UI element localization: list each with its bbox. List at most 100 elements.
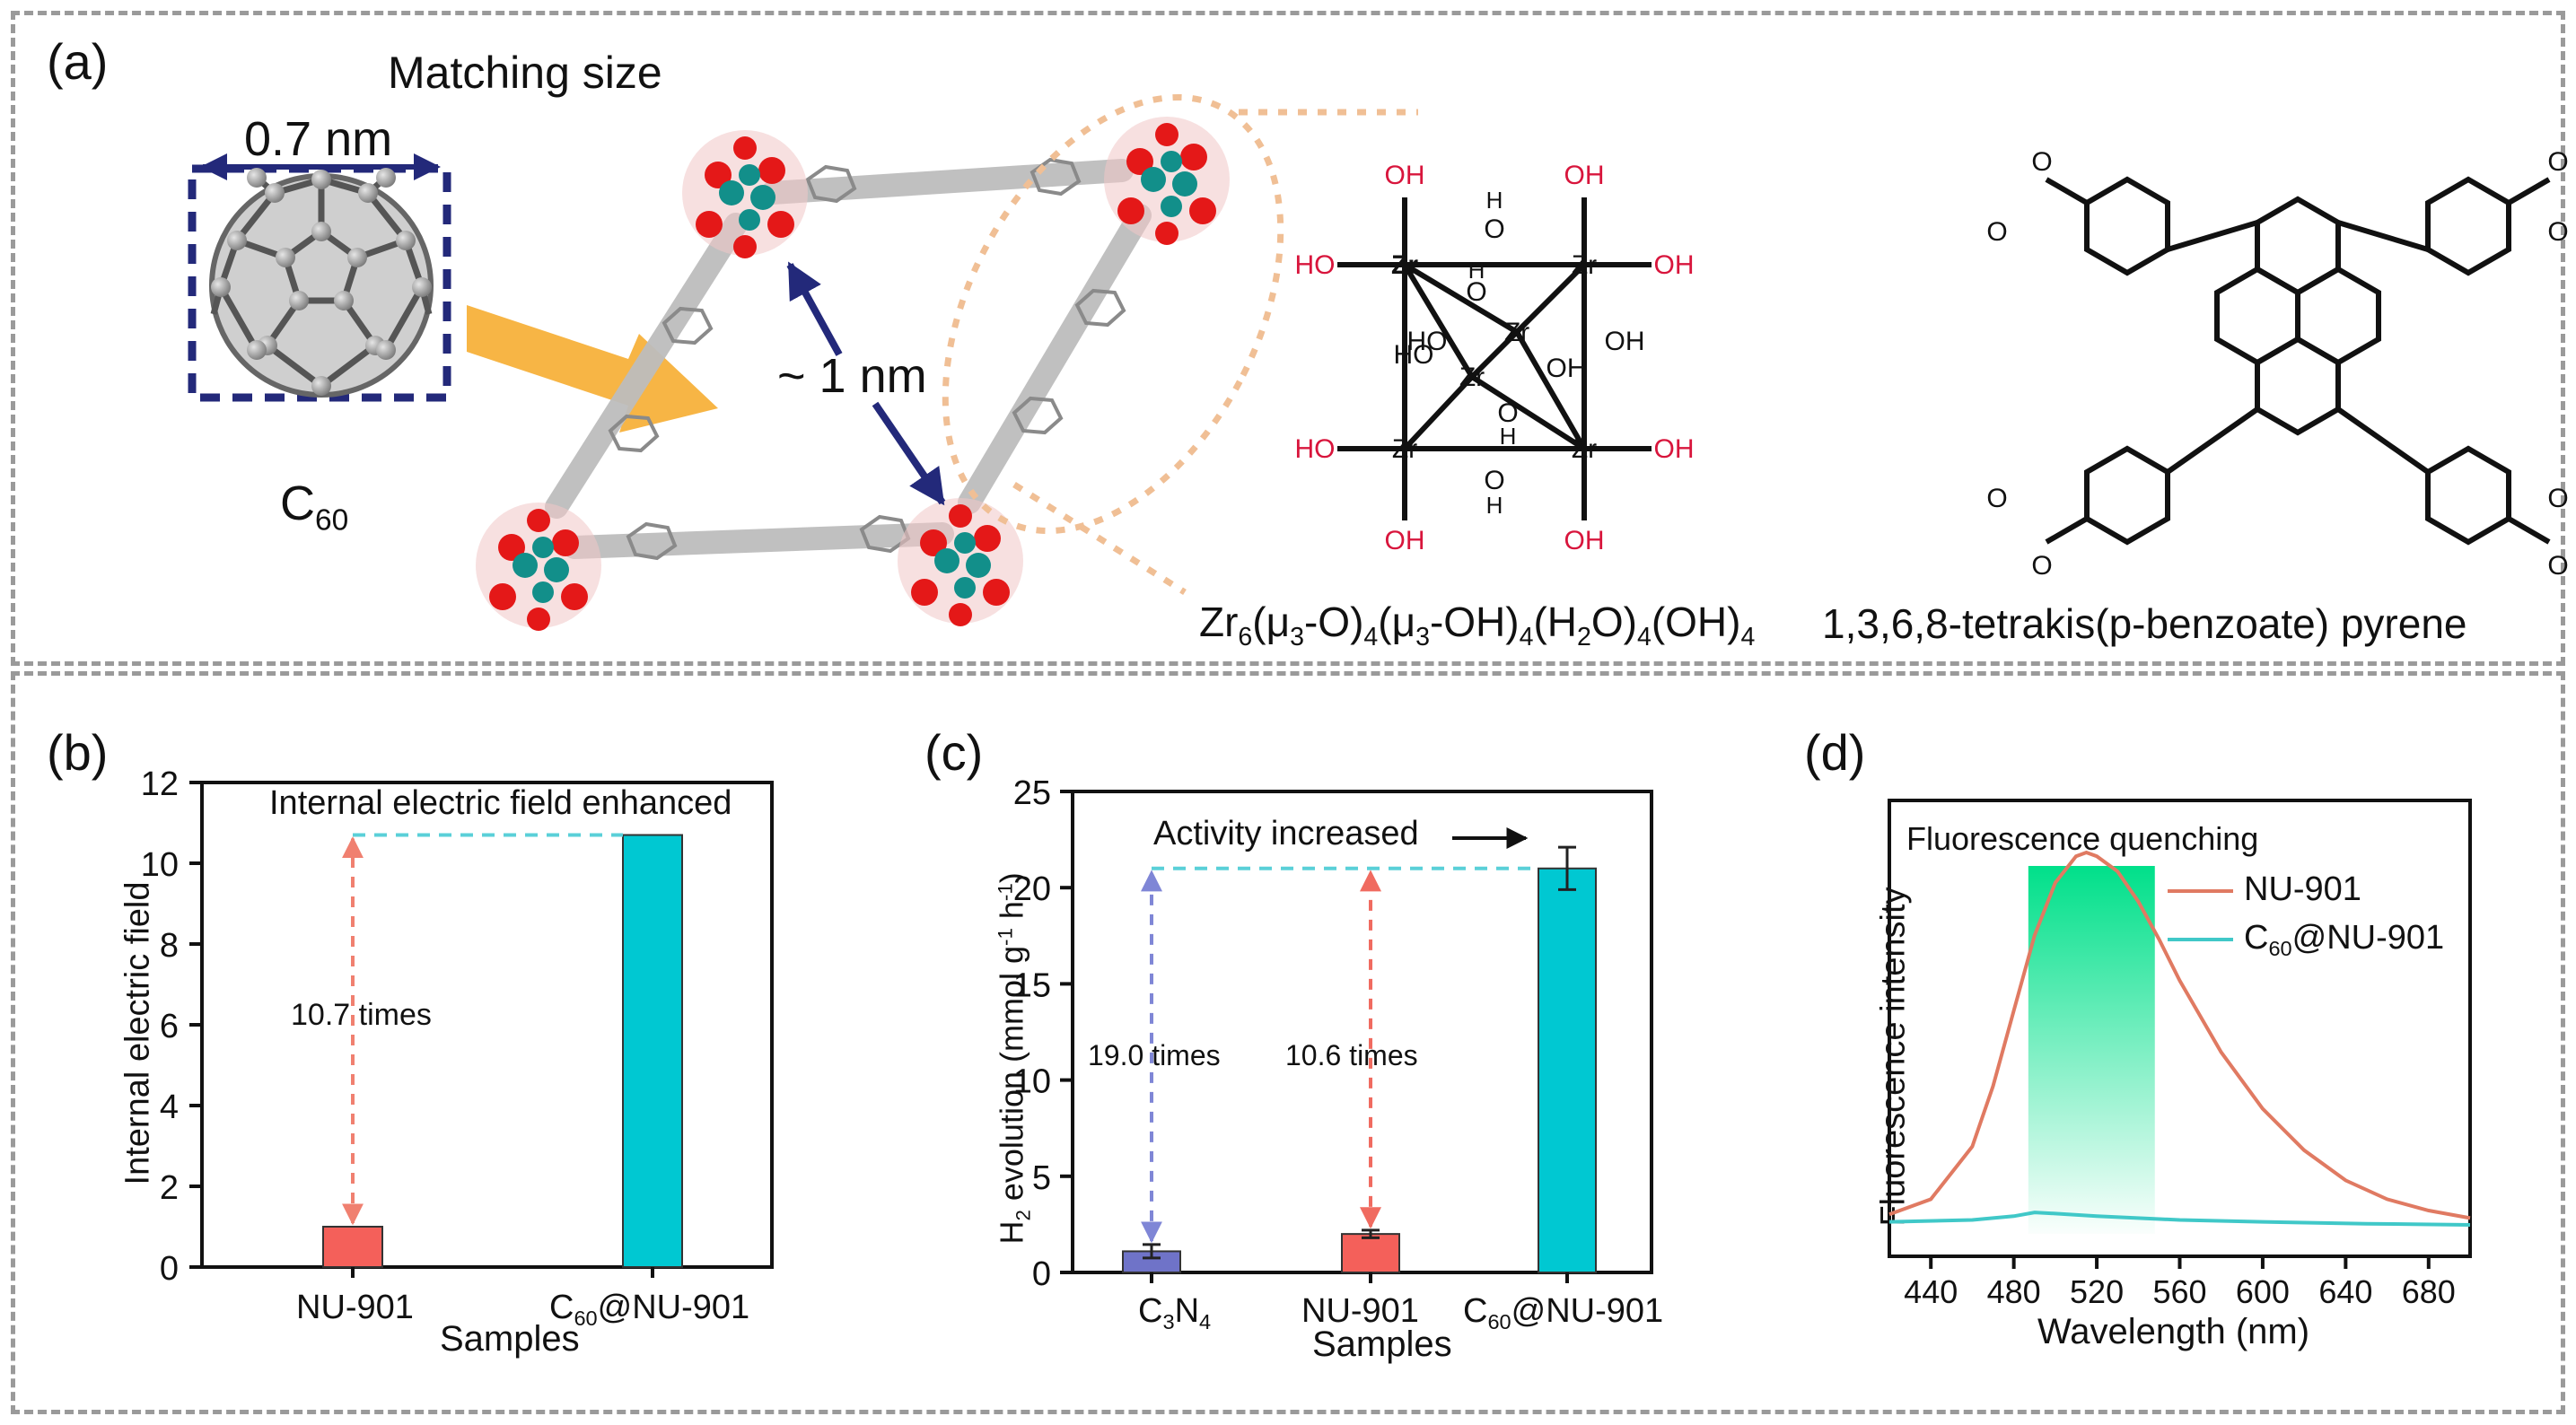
panel-d-label: (d) bbox=[1804, 724, 1866, 781]
panel-a-label: (a) bbox=[47, 33, 109, 90]
svg-text:Zr: Zr bbox=[1572, 250, 1597, 280]
mof-framework bbox=[545, 159, 1152, 559]
chart-b-ytick-label-2: 4 bbox=[160, 1088, 179, 1126]
panel-b-label: (b) bbox=[47, 724, 109, 781]
svg-text:OH: OH bbox=[1385, 161, 1425, 190]
svg-text:H: H bbox=[1486, 187, 1503, 214]
svg-text:OH: OH bbox=[1564, 526, 1605, 555]
chart-d-xtick-label-1: 480 bbox=[1987, 1273, 2041, 1310]
zr-node-top-right bbox=[1104, 117, 1230, 245]
chart-b-bar-0 bbox=[322, 1226, 383, 1268]
c60-label: C60 bbox=[280, 476, 348, 538]
chart-d-highlight-label: Fluorescence quenching bbox=[1906, 820, 2259, 857]
chart-c-ytick-label-0: 0 bbox=[1032, 1255, 1051, 1293]
c60-size-box bbox=[188, 164, 451, 402]
svg-text:O: O bbox=[2547, 217, 2568, 247]
chart-d-xtick-label-4: 600 bbox=[2236, 1273, 2290, 1310]
chart-c-ytick-label-4: 20 bbox=[1013, 870, 1051, 908]
svg-text:O: O bbox=[2547, 484, 2568, 513]
svg-text:OH: OH bbox=[1564, 161, 1605, 190]
chart-c-ytick-label-2: 10 bbox=[1013, 1063, 1051, 1101]
pore-arrow-lower bbox=[872, 401, 946, 506]
svg-text:O: O bbox=[1986, 217, 2007, 247]
zr-node-bottom-right bbox=[898, 498, 1023, 626]
chart-b-ytick-label-5: 10 bbox=[141, 846, 179, 884]
insertion-arrow bbox=[467, 305, 718, 433]
svg-text:HO: HO bbox=[1295, 250, 1336, 280]
chart-c-title: Activity increased bbox=[1153, 815, 1419, 852]
svg-text:O: O bbox=[1484, 466, 1504, 495]
svg-text:OH: OH bbox=[1654, 250, 1695, 280]
chart-c-cat-0: C3N4 bbox=[1138, 1292, 1212, 1334]
svg-text:HO: HO bbox=[1407, 327, 1448, 356]
svg-text:Zr: Zr bbox=[1572, 434, 1597, 464]
svg-text:H: H bbox=[1468, 257, 1485, 284]
svg-text:OH: OH bbox=[1546, 354, 1587, 383]
chart-d-xtick-label-0: 440 bbox=[1904, 1273, 1958, 1310]
chart-b-cat-1: C60@NU-901 bbox=[549, 1289, 750, 1331]
svg-text:O: O bbox=[2547, 147, 2568, 177]
svg-text:O: O bbox=[1484, 214, 1504, 244]
chart-b-ytick-label-4: 8 bbox=[160, 927, 179, 965]
panel-bcd-frame bbox=[11, 671, 2565, 1414]
chart-d-xtick-label-6: 680 bbox=[2402, 1273, 2456, 1310]
chart-c-ratio-2: 10.6 times bbox=[1285, 1039, 1418, 1071]
chart-b-xlabel: Samples bbox=[440, 1319, 580, 1359]
chart-c-cat-1: NU-901 bbox=[1301, 1292, 1419, 1330]
chart-b-ytick-label-3: 6 bbox=[160, 1008, 179, 1045]
svg-text:O: O bbox=[2031, 147, 2052, 177]
svg-text:Zr: Zr bbox=[1391, 250, 1418, 280]
svg-text:O: O bbox=[2031, 551, 2052, 581]
svg-text:O: O bbox=[1986, 484, 2007, 513]
chart-b-title: Internal electric field enhanced bbox=[269, 784, 732, 822]
chart-c-ytick-label-5: 25 bbox=[1013, 774, 1051, 812]
chart-c-ytick-label-3: 15 bbox=[1013, 966, 1051, 1004]
chart-c-xlabel: Samples bbox=[1312, 1324, 1452, 1364]
zr-cluster-structure: Zr Zr Zr Zr Zr Zr O H OH HO OH HO OH OH … bbox=[1295, 161, 1695, 555]
c60-label-main: C bbox=[280, 476, 315, 530]
chart-c-cat-2: C60@NU-901 bbox=[1463, 1292, 1664, 1334]
chart-d-series-1 bbox=[1888, 1211, 2471, 1227]
matching-size-label: Matching size bbox=[388, 48, 662, 98]
panel-a-frame bbox=[11, 11, 2565, 666]
linker-structure bbox=[2045, 176, 2551, 546]
svg-text:O: O bbox=[1497, 398, 1518, 428]
chart-b-ytick-label-0: 0 bbox=[160, 1250, 179, 1288]
panel-a-illustration: Zr Zr Zr Zr Zr Zr O H OH HO OH HO OH OH … bbox=[188, 93, 2569, 631]
svg-text:Zr: Zr bbox=[1459, 363, 1485, 392]
svg-text:Zr: Zr bbox=[1504, 318, 1529, 347]
chart-d-series-0 bbox=[1888, 850, 2471, 1220]
c60-label-sub: 60 bbox=[315, 503, 349, 538]
chart-d-highlight-band bbox=[2028, 866, 2155, 1234]
panel-c-label: (c) bbox=[924, 724, 984, 781]
svg-text:OH: OH bbox=[1654, 434, 1695, 464]
chart-d-plot-frame bbox=[1888, 799, 2472, 1258]
svg-text:O: O bbox=[2547, 551, 2568, 581]
svg-text:H: H bbox=[1500, 423, 1517, 450]
svg-text:Zr: Zr bbox=[1392, 434, 1417, 464]
svg-text:OH: OH bbox=[1385, 526, 1425, 555]
chart-d-xtick-label-5: 640 bbox=[2318, 1273, 2372, 1310]
node-zoom-guides bbox=[942, 93, 1418, 595]
legend-nu901-label: NU-901 bbox=[2244, 870, 2361, 908]
svg-text:HO: HO bbox=[1295, 434, 1336, 464]
svg-text:H: H bbox=[1486, 492, 1503, 519]
chart-d-xtick-label-3: 560 bbox=[2152, 1273, 2206, 1310]
chart-d-xtick-label-2: 520 bbox=[2070, 1273, 2124, 1310]
chart-b-bar-1 bbox=[622, 834, 683, 1268]
chart-b-cat-0: NU-901 bbox=[296, 1289, 414, 1326]
zr-node-bottom-left bbox=[476, 503, 601, 631]
svg-text:HO: HO bbox=[1394, 340, 1434, 370]
pore-arrow-upper bbox=[786, 261, 843, 356]
pore-size-label: ~ 1 nm bbox=[777, 349, 927, 403]
zr-node-top-left bbox=[682, 130, 808, 258]
chart-d-xlabel: Wavelength (nm) bbox=[2037, 1312, 2310, 1351]
chart-b-ytick-label-1: 2 bbox=[160, 1169, 179, 1207]
legend-c60nu901-label: C60@NU-901 bbox=[2244, 919, 2445, 961]
chart-c-ytick-label-1: 5 bbox=[1032, 1159, 1051, 1197]
zr-cluster-label: Zr6(μ3-O)4(μ3-OH)4(H2O)4(OH)4 bbox=[1199, 599, 1756, 651]
